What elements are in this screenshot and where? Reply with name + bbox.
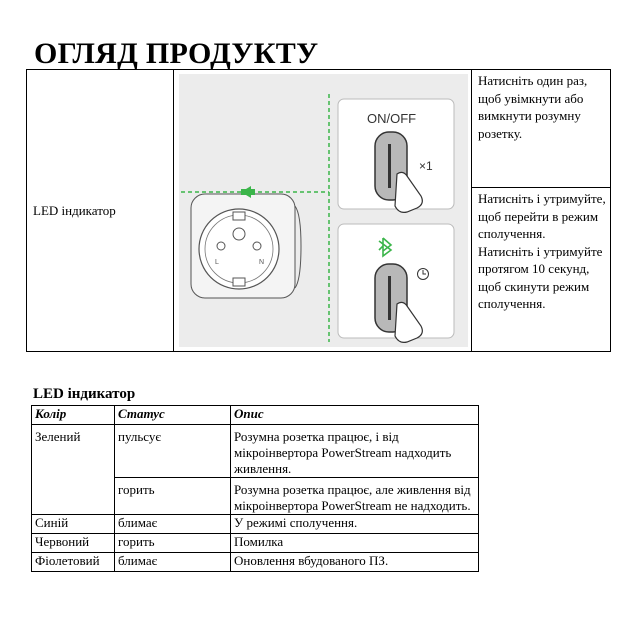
page-title: ОГЛЯД ПРОДУКТУ (34, 37, 319, 70)
table-row: Синій блимає У режимі сполучення. (31, 514, 479, 534)
clock-icon (417, 268, 429, 280)
table-row: горить Розумна розетка працює, але живле… (31, 477, 479, 515)
led-indicator-table: Колір Статус Опис Зелений пульсує Розумн… (31, 405, 479, 572)
header-color: Колір (31, 405, 115, 425)
pairing-panel (337, 223, 455, 343)
row-status: блимає (114, 514, 231, 534)
overview-label: LED індикатор (33, 202, 116, 218)
row-color (31, 477, 115, 515)
row-color: Червоний (31, 533, 115, 553)
illustration-svg: L N (181, 94, 455, 343)
header-status: Статус (114, 405, 231, 425)
row-description: Помилка (230, 533, 479, 553)
table-header-row: Колір Статус Опис (31, 405, 479, 425)
row-description: У режимі сполучення. (230, 514, 479, 534)
step2-text-b: Натисніть і утримуйте протягом 10 секунд… (478, 243, 603, 312)
overview-label-cell: LED індикатор (26, 69, 174, 352)
on-off-label: ON/OFF (367, 111, 416, 126)
row-status: горить (114, 533, 231, 553)
svg-text:N: N (259, 259, 264, 266)
smart-plug-socket: L N (190, 193, 302, 299)
overview-illustration-cell: L N (173, 69, 472, 352)
step1-text: Натисніть один раз, щоб увімкнути або ви… (478, 73, 588, 141)
svg-text:L: L (215, 259, 219, 266)
bluetooth-icon (378, 237, 393, 258)
row-status: пульсує (114, 424, 231, 478)
table-row: Зелений пульсує Розумна розетка працює, … (31, 424, 479, 478)
row-description: Оновлення вбудованого ПЗ. (230, 552, 479, 572)
product-overview-table: LED індикатор L (26, 69, 611, 352)
row-color: Зелений (31, 424, 115, 478)
on-off-panel (337, 98, 455, 213)
table-row: Червоний горить Помилка (31, 533, 479, 553)
step2-text-a: Натисніть і утримуйте, щоб перейти в реж… (478, 191, 606, 241)
led-heading: LED індикатор (33, 386, 136, 402)
step2-cell: Натисніть і утримуйте, щоб перейти в реж… (471, 187, 611, 352)
row-status: блимає (114, 552, 231, 572)
step1-cell: Натисніть один раз, щоб увімкнути або ви… (471, 69, 611, 188)
header-description: Опис (230, 405, 479, 425)
row-color: Фіолетовий (31, 552, 115, 572)
table-row: Фіолетовий блимає Оновлення вбудованого … (31, 552, 479, 572)
row-description: Розумна розетка працює, але живлення від… (230, 477, 479, 515)
press-count: ×1 (419, 159, 433, 173)
row-color: Синій (31, 514, 115, 534)
row-description: Розумна розетка працює, і від мікроінвер… (230, 424, 479, 478)
product-illustration: L N (179, 74, 468, 347)
row-status: горить (114, 477, 231, 515)
